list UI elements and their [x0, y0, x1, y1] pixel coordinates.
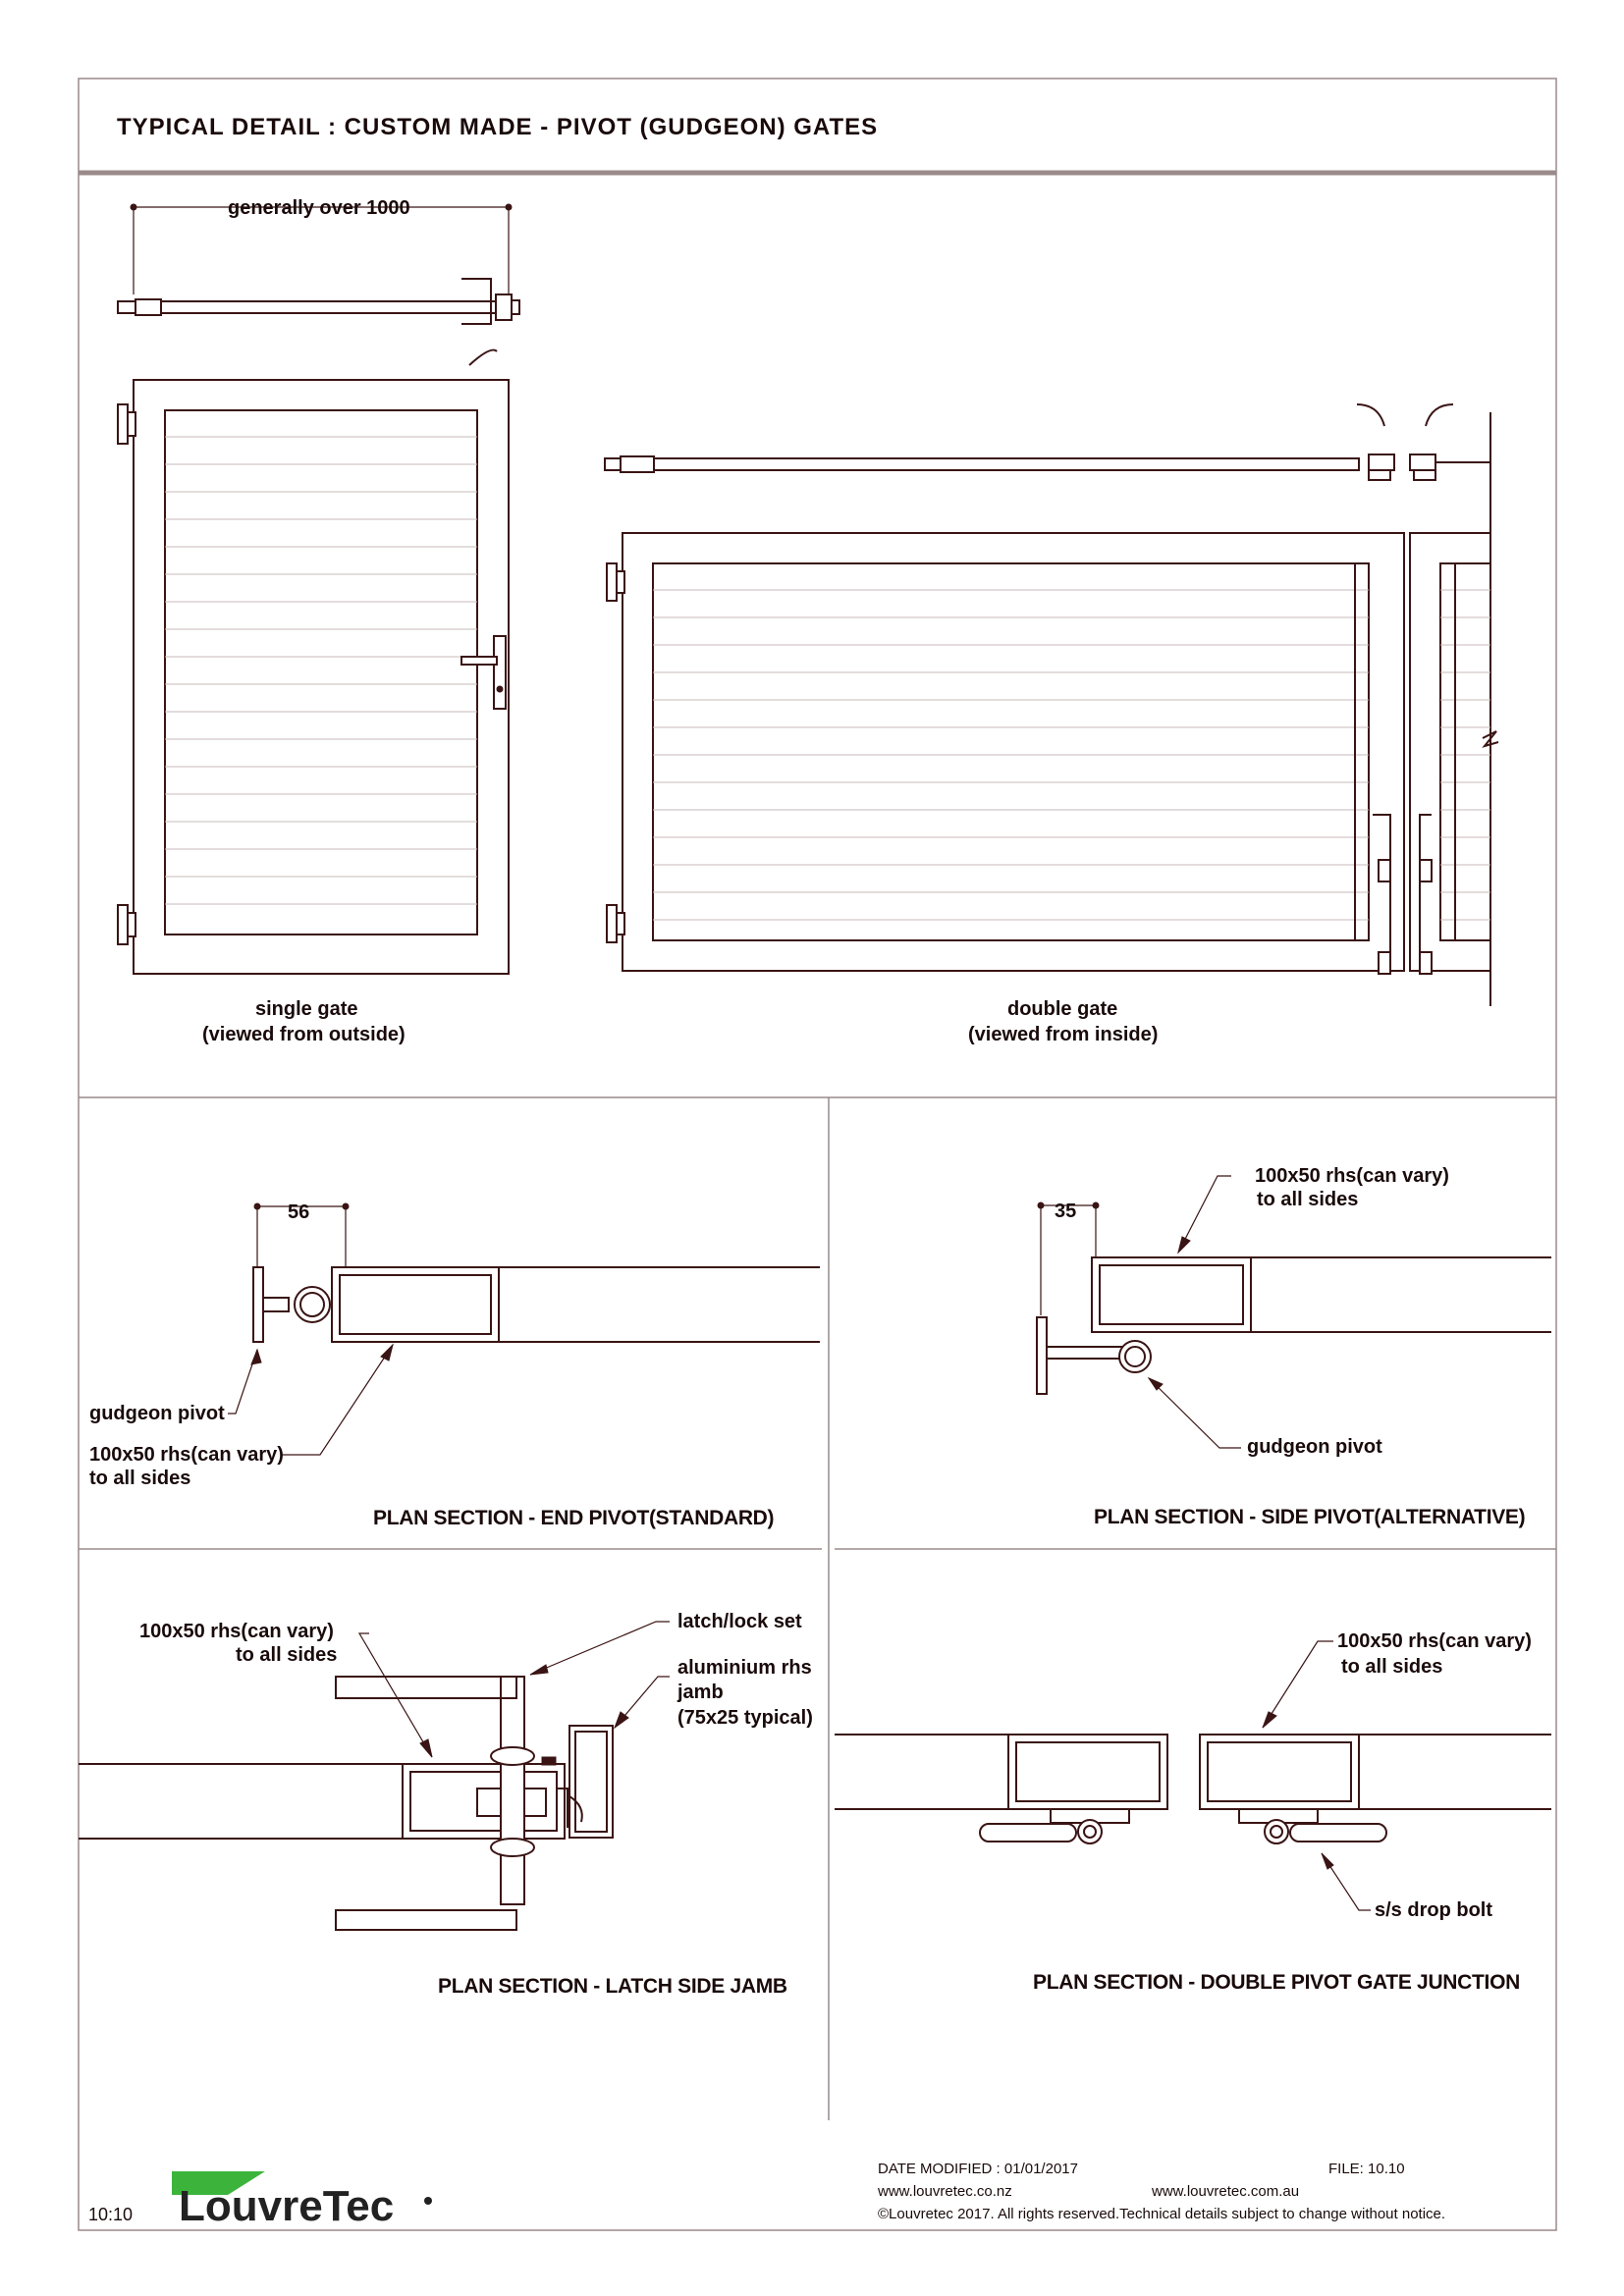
- single-gate-elevation: [117, 379, 510, 975]
- side-pivot-section: [1036, 1175, 1551, 1449]
- single-gate-caption-2: (viewed from outside): [202, 1024, 406, 1045]
- single-gate-plan: [117, 203, 520, 366]
- page-title: TYPICAL DETAIL : CUSTOM MADE - PIVOT (GU…: [117, 114, 878, 140]
- end-pivot-section: [228, 1202, 820, 1456]
- double-gate-plan: [604, 403, 1491, 1006]
- date-modified: DATE MODIFIED : 01/01/2017: [878, 2161, 1078, 2177]
- latch-label-jamb-3: (75x25 typical): [677, 1707, 813, 1729]
- dimension-label-over-1000: generally over 1000: [228, 197, 410, 219]
- double-gate-caption-2: (viewed from inside): [968, 1024, 1158, 1045]
- double-gate-caption-1: double gate: [1007, 998, 1117, 1020]
- latch-label-jamb-1: aluminium rhs: [677, 1657, 812, 1679]
- website-au: www.louvretec.com.au: [1151, 2183, 1299, 2200]
- junction-caption: PLAN SECTION - DOUBLE PIVOT GATE JUNCTIO…: [1033, 1971, 1520, 1994]
- end-pivot-label-pivot: gudgeon pivot: [89, 1403, 225, 1424]
- junction-label-rhs-2: to all sides: [1341, 1656, 1442, 1678]
- logo-accent-shape: [172, 2171, 265, 2195]
- end-pivot-label-rhs-1: 100x50 rhs(can vary): [89, 1444, 284, 1466]
- website-nz: www.louvretec.co.nz: [877, 2183, 1012, 2200]
- side-pivot-label-pivot: gudgeon pivot: [1247, 1436, 1382, 1458]
- side-pivot-label-rhs-2: to all sides: [1257, 1189, 1358, 1210]
- side-pivot-dimension: 35: [1055, 1201, 1076, 1222]
- latch-label-lockset: latch/lock set: [677, 1611, 802, 1632]
- logo-wordmark: LouvreTec: [179, 2182, 394, 2230]
- double-gate-elevation: [606, 532, 1499, 975]
- latch-side-caption: PLAN SECTION - LATCH SIDE JAMB: [438, 1975, 787, 1998]
- louvretec-logo: LouvreTec: [172, 2171, 432, 2230]
- latch-label-rhs-1: 100x50 rhs(can vary): [139, 1621, 334, 1642]
- end-pivot-dimension: 56: [288, 1201, 309, 1223]
- side-pivot-label-rhs-1: 100x50 rhs(can vary): [1255, 1165, 1449, 1187]
- sheet-border: [78, 78, 1557, 2231]
- double-junction-section: [835, 1640, 1551, 1911]
- end-pivot-caption: PLAN SECTION - END PIVOT(STANDARD): [373, 1507, 774, 1529]
- end-pivot-label-rhs-2: to all sides: [89, 1468, 190, 1489]
- side-pivot-caption: PLAN SECTION - SIDE PIVOT(ALTERNATIVE): [1094, 1506, 1525, 1528]
- junction-label-rhs-1: 100x50 rhs(can vary): [1337, 1630, 1532, 1652]
- page-number: 10:10: [88, 2205, 133, 2224]
- latch-label-jamb-2: jamb: [677, 1682, 724, 1703]
- latch-side-section: [79, 1621, 670, 1931]
- single-gate-caption-1: single gate: [255, 998, 357, 1020]
- junction-label-bolt: s/s drop bolt: [1375, 1899, 1492, 1921]
- latch-label-rhs-2: to all sides: [236, 1644, 337, 1666]
- copyright-notice: ©Louvretec 2017. All rights reserved.Tec…: [878, 2206, 1445, 2222]
- file-number: FILE: 10.10: [1328, 2161, 1405, 2177]
